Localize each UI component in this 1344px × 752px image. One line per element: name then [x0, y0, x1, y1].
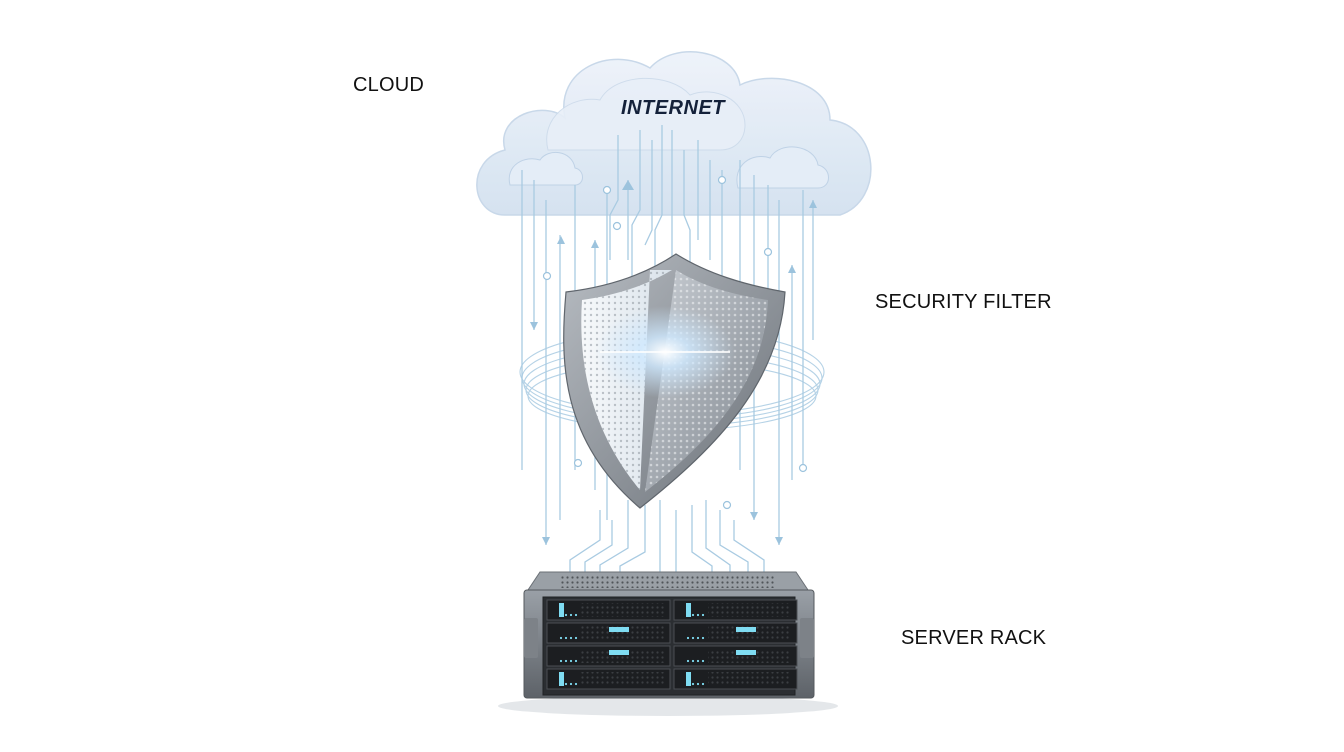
cloud-title: INTERNET: [621, 97, 725, 119]
server-rack-label: SERVER RACK: [901, 627, 1047, 649]
shield-icon: [563, 253, 786, 509]
data-nodes: [542, 175, 808, 510]
server-units: [546, 599, 798, 690]
server-unit: [673, 668, 798, 690]
server-unit: [546, 668, 671, 690]
server-unit: [673, 645, 798, 667]
server-unit: [673, 622, 798, 644]
security-filter-label: SECURITY FILTER: [875, 291, 1052, 313]
cloud-label: CLOUD: [353, 74, 425, 96]
server-unit: [673, 599, 798, 621]
server-rack-icon: [498, 571, 838, 716]
cloud-icon: [476, 51, 872, 216]
server-unit: [546, 622, 671, 644]
data-arrows: [530, 180, 817, 545]
server-unit: [546, 645, 671, 667]
server-unit: [546, 599, 671, 621]
